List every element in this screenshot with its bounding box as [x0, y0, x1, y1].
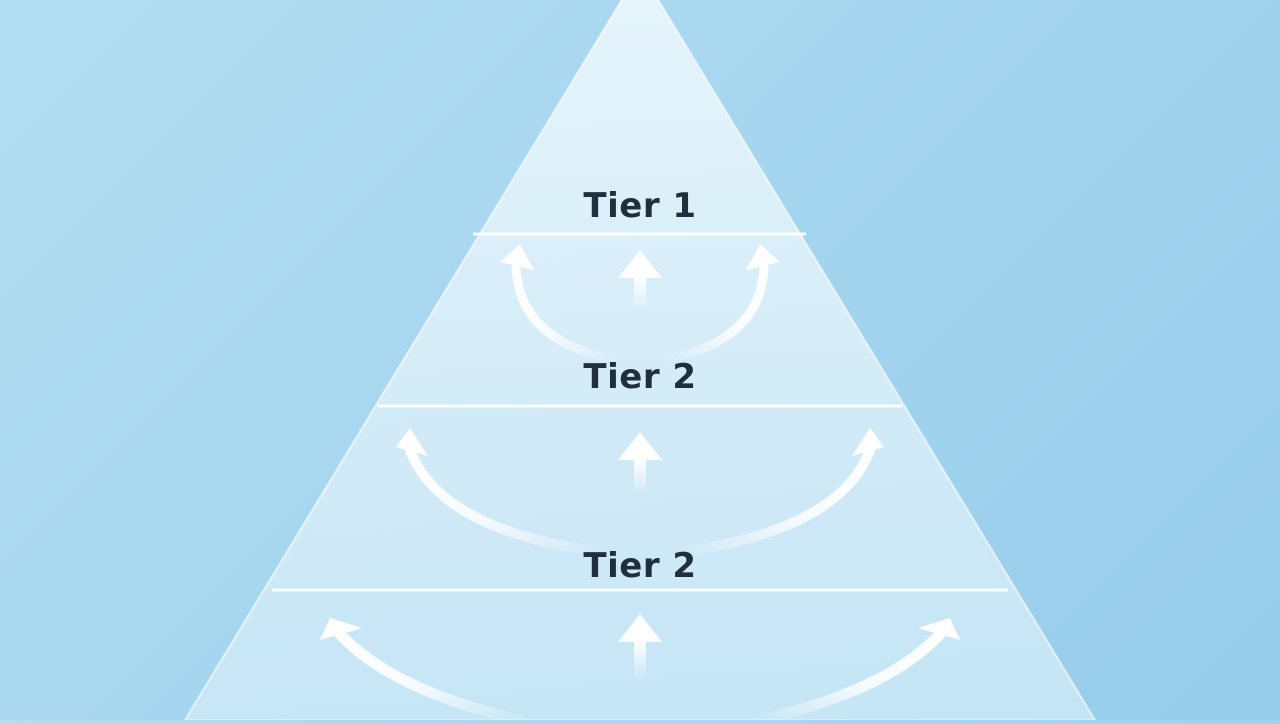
arrowhead-icon	[320, 618, 362, 640]
curved-arrow-left-icon	[332, 626, 526, 724]
arrow-row-2	[396, 428, 884, 557]
up-arrow-icon	[618, 614, 662, 642]
straight-arrow-stem	[634, 458, 646, 494]
arrowhead-icon	[918, 618, 960, 640]
arrowhead-icon	[852, 428, 884, 456]
tier-1-label: Tier 1	[583, 186, 697, 226]
straight-arrow-stem	[634, 276, 646, 312]
tier-2-label: Tier 2	[583, 357, 697, 397]
tier-3-label: Tier 2	[583, 546, 697, 586]
arrowhead-icon	[396, 428, 428, 456]
arrowhead-icon	[500, 244, 534, 270]
arrowhead-icon	[746, 244, 780, 270]
arrow-row-3	[320, 614, 960, 724]
curved-arrow-right-icon	[675, 445, 875, 557]
up-arrow-icon	[618, 250, 662, 278]
straight-arrow-stem	[634, 640, 646, 680]
curved-arrow-right-icon	[754, 626, 948, 724]
curved-arrow-left-icon	[511, 263, 615, 363]
arrow-row-1	[500, 244, 780, 363]
pyramid-band-2	[272, 406, 1008, 590]
up-arrow-icon	[618, 432, 662, 460]
curved-arrow-left-icon	[405, 445, 605, 557]
curved-arrow-right-icon	[665, 263, 769, 363]
